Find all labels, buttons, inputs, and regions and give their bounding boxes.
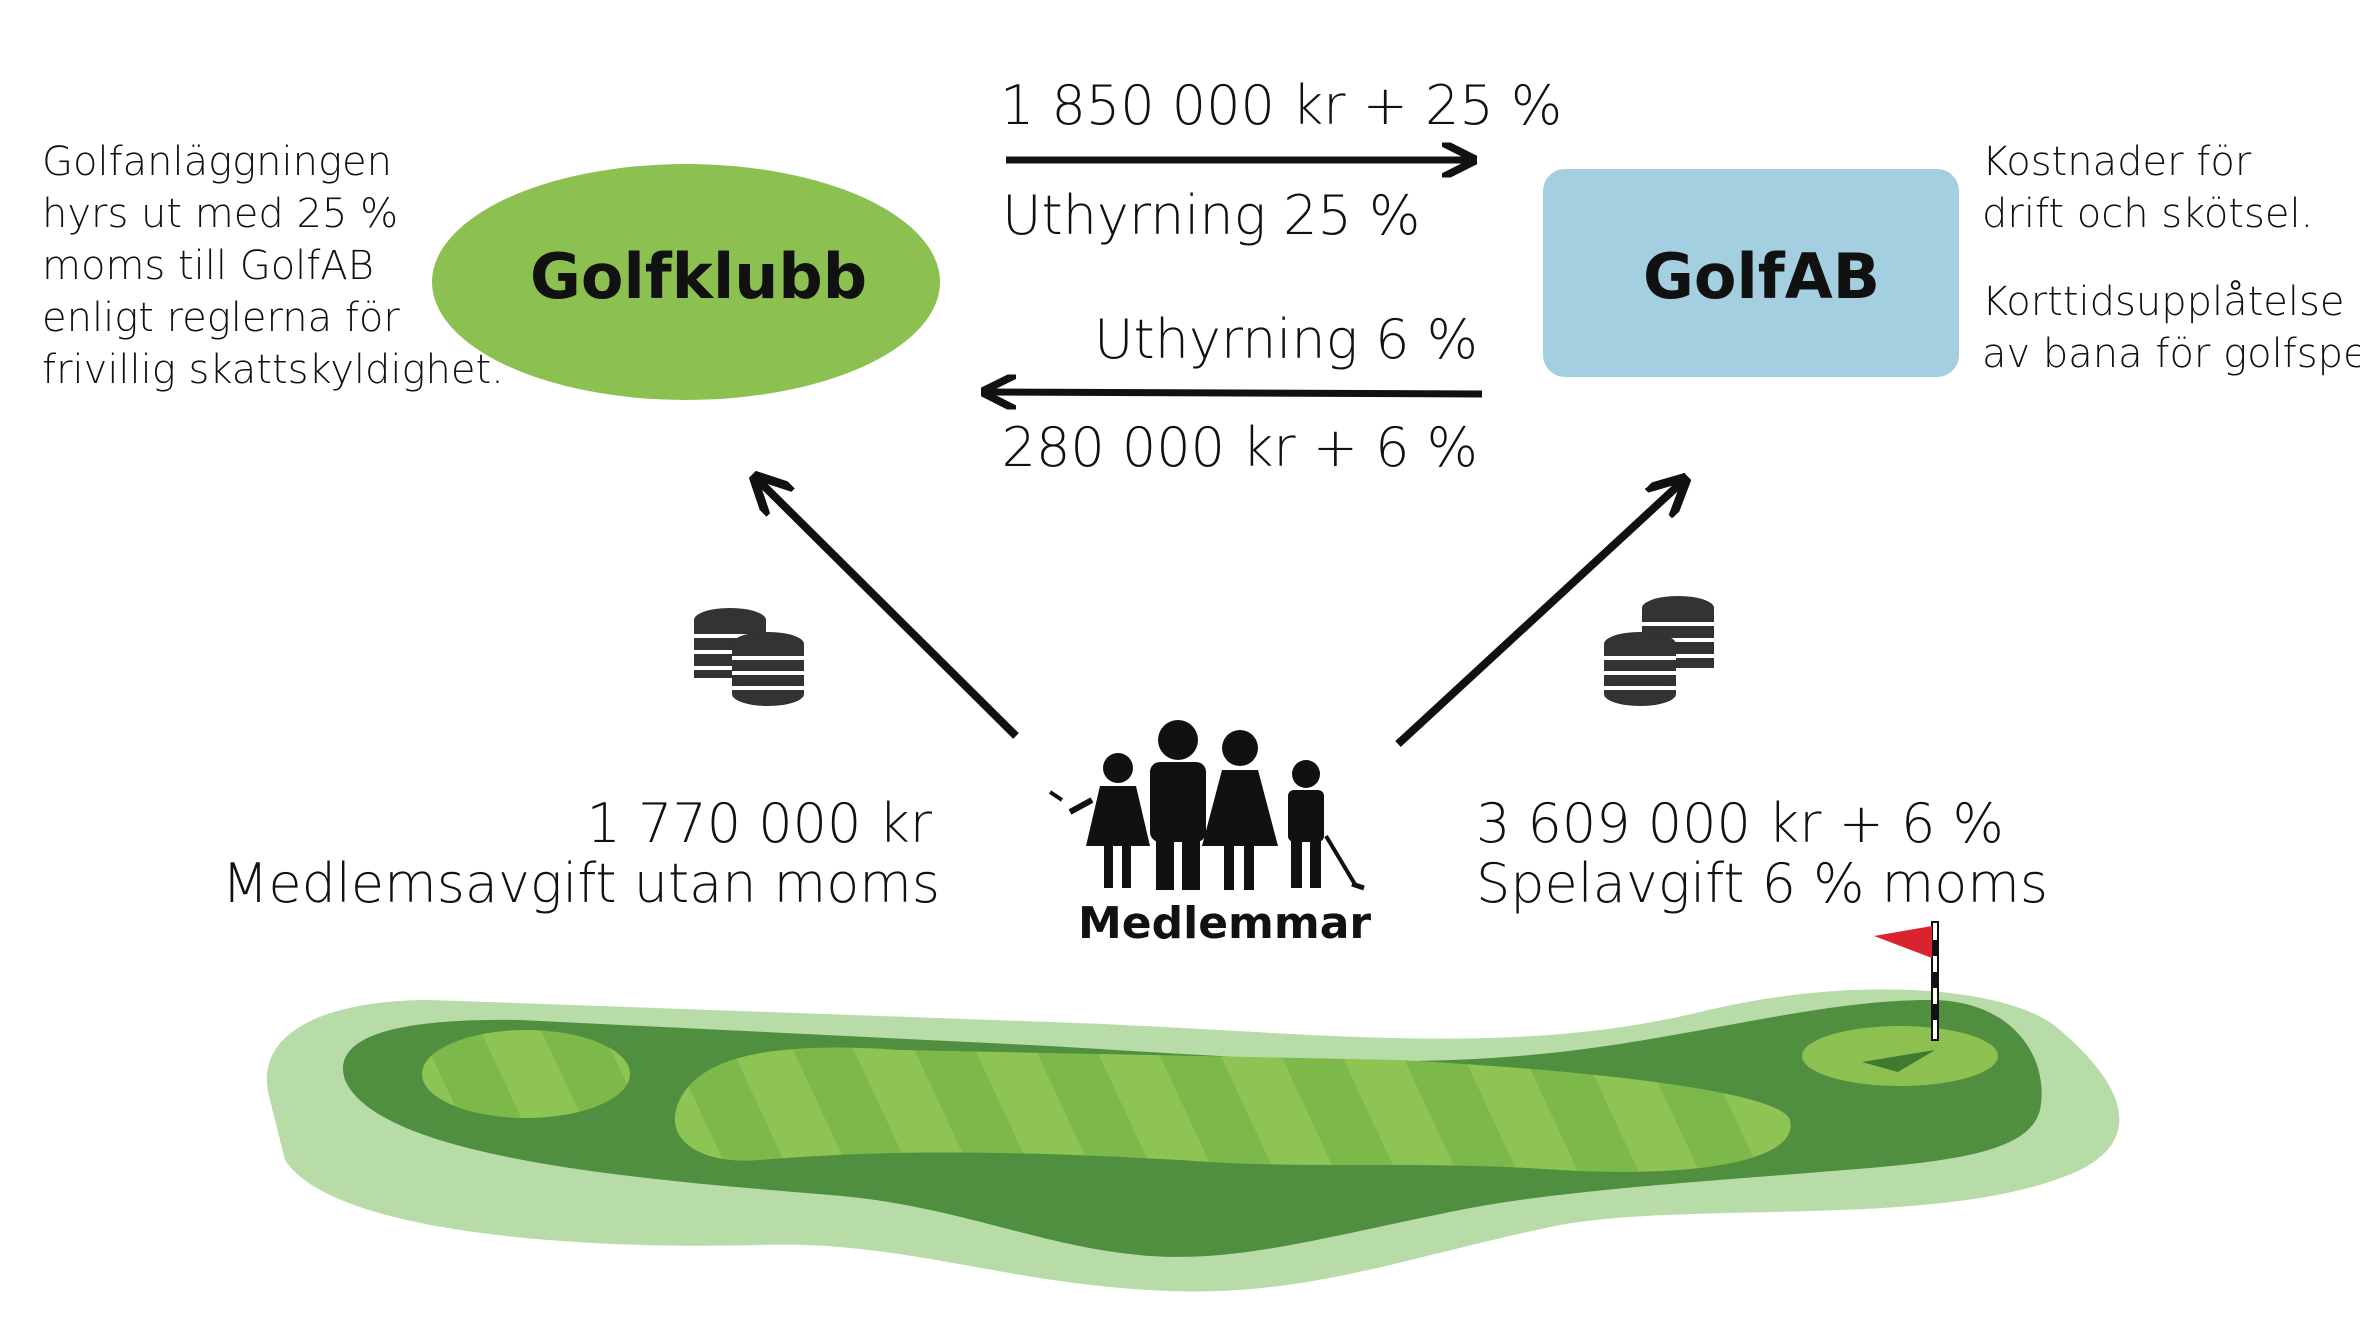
left-note-line: Golfanläggningen: [42, 139, 392, 185]
left-note-line: frivillig skattskyldighet.: [42, 347, 504, 393]
flow-left-amount: 1 770 000 kr: [586, 792, 932, 855]
members-label: Medlemmar: [1078, 898, 1372, 949]
flow-back-label: Uthyrning 6 %: [1094, 308, 1478, 371]
right-note-costs: Kostnader för drift och skötsel.: [1982, 136, 2313, 240]
golfklubb-node: [432, 164, 940, 400]
golf-course-illustration: [266, 989, 2120, 1292]
flow-back-amount: 280 000 kr + 6 %: [1001, 416, 1478, 479]
right-note-line: Kostnader för: [1982, 139, 2252, 185]
right-note-line: av bana för golfspel.: [1982, 331, 2360, 377]
flow-right-label: Spelavgift 6 % moms: [1476, 852, 2049, 915]
left-note-line: enligt reglerna för: [42, 295, 400, 341]
left-note-line: moms till GolfAB: [42, 243, 374, 289]
flow-top-label: Uthyrning 25 %: [1002, 184, 1421, 247]
right-note-short-term: Korttidsupplåtelse av bana för golfspel.: [1982, 276, 2360, 380]
golfklubb-label: Golfklubb: [530, 240, 868, 313]
arrow-members-to-golfklubb: [758, 480, 1019, 739]
left-note: Golfanläggningen hyrs ut med 25 % moms t…: [42, 136, 504, 396]
arrow-members-to-golfab: [1395, 482, 1682, 747]
left-note-line: hyrs ut med 25 %: [42, 191, 399, 237]
flow-right-amount: 3 609 000 kr + 6 %: [1476, 792, 2004, 855]
coins-icon: [694, 608, 804, 706]
flow-left-label: Medlemsavgift utan moms: [221, 852, 940, 915]
right-note-line: drift och skötsel.: [1982, 191, 2314, 237]
coins-icon: [1604, 596, 1714, 706]
family-icon: [1048, 720, 1365, 891]
golfab-node: [1543, 169, 1959, 377]
flag-icon: [1862, 921, 1939, 1072]
flow-top-amount: 1 850 000 kr + 25 %: [1000, 74, 1563, 137]
right-note-line: Korttidsupplåtelse: [1982, 279, 2345, 325]
arrow-rent-6: [988, 392, 1483, 394]
golfab-label: GolfAB: [1643, 240, 1880, 313]
